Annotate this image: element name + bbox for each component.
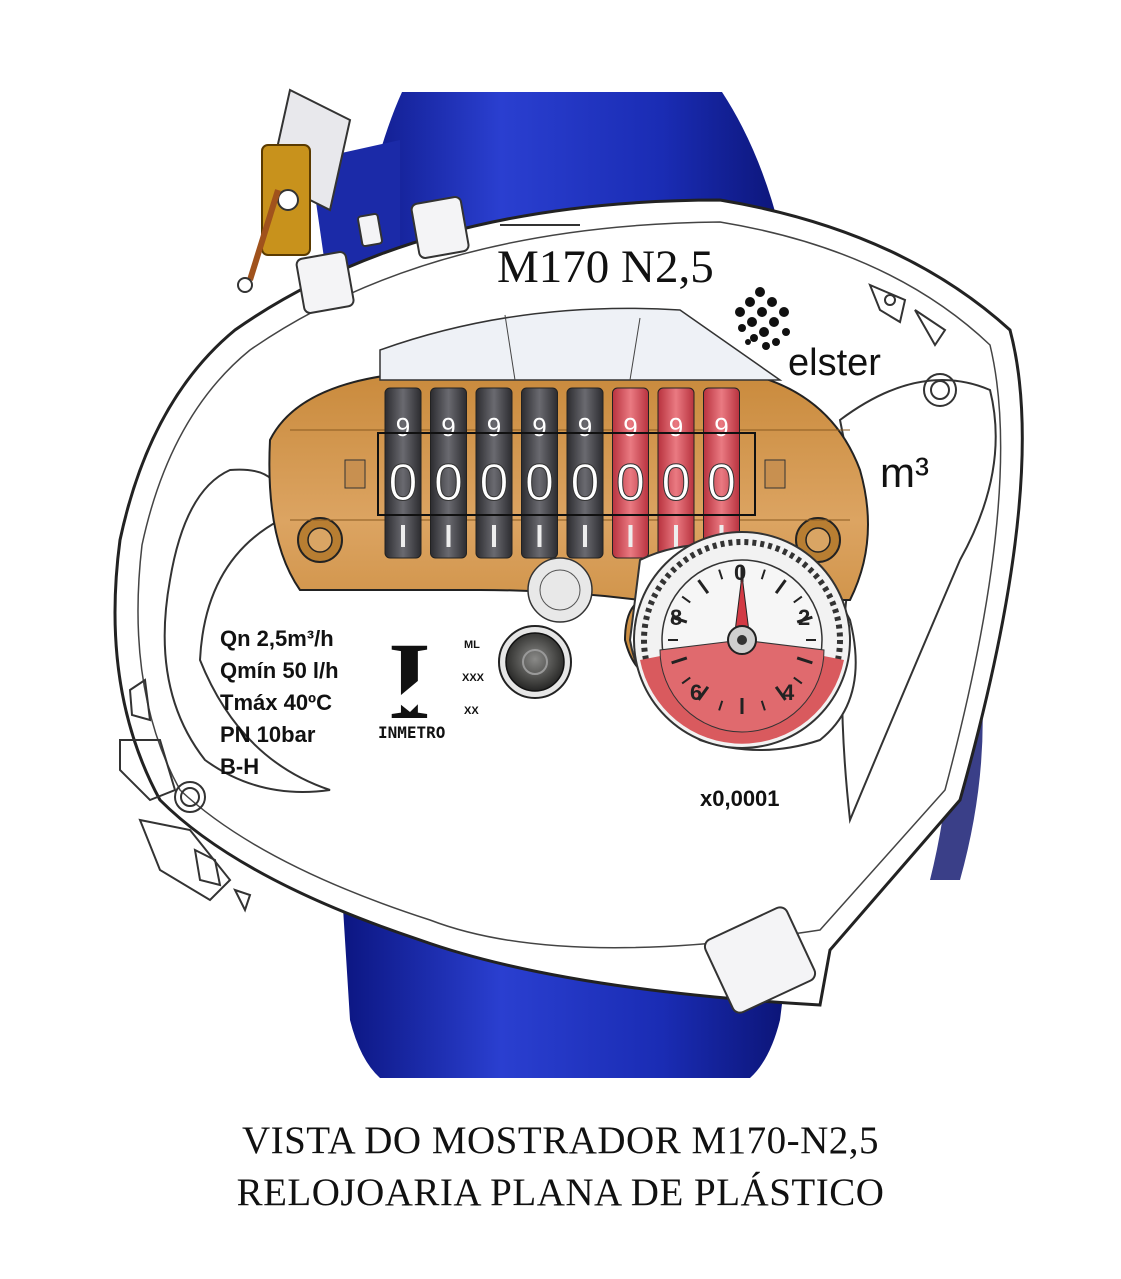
roller-main-digit: 0 — [571, 454, 600, 512]
dial-label: 2 — [798, 605, 810, 630]
dial-tick — [796, 615, 813, 624]
dial-label: 0 — [734, 560, 746, 585]
dial-tick — [681, 676, 691, 685]
dial-label: 8 — [670, 605, 682, 630]
roller-main-digit: 0 — [616, 454, 645, 512]
roller-lower-mark — [628, 525, 633, 547]
brass-bracket — [237, 88, 352, 293]
dial-tick — [718, 569, 724, 580]
plate-cutout-left — [119, 468, 331, 913]
inmetro-mark: I INMETRO ML XXX XX — [378, 620, 485, 742]
roller-lower-mark — [583, 525, 587, 547]
roller-lower-mark — [492, 525, 496, 547]
roller-main-digit: 0 — [434, 454, 463, 512]
roller-main-digit: 0 — [480, 454, 509, 512]
roller-main-digit: 0 — [707, 454, 736, 512]
roller-main-digit: 0 — [662, 454, 691, 512]
dial-tick — [793, 676, 803, 685]
drive-gear — [527, 557, 593, 623]
dial-tick — [796, 656, 813, 665]
elster-logo-icon — [735, 287, 790, 350]
dial-tick — [671, 656, 688, 665]
spec-qmin: Qmín 50 l/h — [220, 658, 339, 683]
spec-list: Qn 2,5m³/h Qmín 50 l/h Tmáx 40ºC PN 10ba… — [220, 626, 339, 779]
unit-label: m³ — [880, 449, 929, 496]
roller-lower-mark — [537, 525, 542, 547]
dial-tick — [697, 579, 710, 594]
adjustment-knob — [498, 625, 572, 699]
roller-upper-digit: 9 — [669, 412, 683, 442]
brand-name: elster — [788, 342, 881, 384]
dial-tick — [671, 615, 688, 624]
dial-label: 4 — [782, 680, 795, 705]
spec-class: B-H — [220, 754, 259, 779]
caption-line-1: VISTA DO MOSTRADOR M170-N2,5 — [241, 1119, 880, 1162]
roller-upper-digit: 9 — [623, 412, 637, 442]
inmetro-code: ML — [464, 639, 480, 651]
dial-tick — [718, 700, 724, 711]
spec-pn: PN 10bar — [220, 722, 316, 747]
inmetro-name: INMETRO — [378, 723, 445, 742]
dial-tick — [697, 686, 710, 701]
roller-main-digit: 0 — [525, 454, 554, 512]
inmetro-code: XXX — [462, 672, 485, 684]
dial-tick — [793, 595, 803, 604]
dial-tick — [760, 569, 766, 580]
dial-ticks — [668, 566, 816, 714]
spec-tmax: Tmáx 40ºC — [220, 690, 332, 715]
dial-labels: 0 2 4 6 8 — [670, 560, 810, 705]
roller-upper-digit: 9 — [396, 412, 410, 442]
dial-label: 6 — [690, 680, 702, 705]
dial-tick — [774, 579, 787, 594]
roller-upper-digit: 9 — [578, 412, 592, 442]
dial-tick — [774, 686, 787, 701]
dial-multiplier: x0,0001 — [700, 786, 780, 811]
roller-lower-mark — [446, 525, 451, 547]
reading-window — [377, 432, 756, 516]
roller-upper-digit: 9 — [714, 412, 728, 442]
roller-upper-digit: 9 — [532, 412, 546, 442]
inmetro-code: XX — [464, 705, 479, 717]
roller-lower-mark — [401, 525, 405, 547]
roller-lower-mark — [674, 525, 678, 547]
roller-upper-digit: 9 — [441, 412, 455, 442]
dial-tick — [681, 595, 691, 604]
roller-main-digit: 0 — [389, 454, 418, 512]
model-label: M170 N2,5 — [497, 241, 714, 293]
dial-tick — [760, 700, 766, 711]
roller-upper-digit: 9 — [487, 412, 501, 442]
spec-qn: Qn 2,5m³/h — [220, 626, 334, 651]
plate-tabs — [295, 196, 817, 1014]
caption-line-2: RELOJOARIA PLANA DE PLÁSTICO — [236, 1171, 885, 1214]
dial-pointer — [727, 574, 757, 655]
